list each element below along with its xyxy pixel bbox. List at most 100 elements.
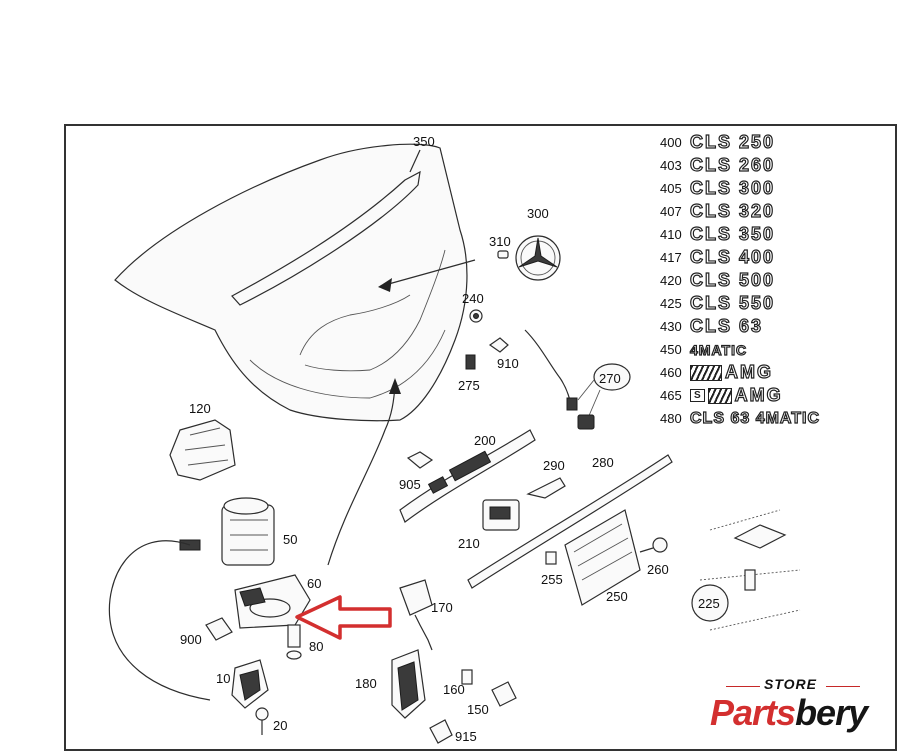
amg-badge: AMG [690,361,773,383]
camera-unit [577,414,595,430]
part-290 [526,477,566,499]
model-badge: CLS 63 [689,315,764,336]
logo-wordmark: Partsbery [710,692,868,734]
model-row: 417 CLS 400 [660,246,820,269]
label-255: 255 [541,572,563,587]
group-225 [691,509,801,631]
part-160 [461,669,473,685]
label-225: 225 [698,596,720,611]
label-310: 310 [489,234,511,249]
hatch-stripes-icon [690,364,722,381]
label-350: 350 [413,134,435,149]
label-290: 290 [543,458,565,473]
model-number: 407 [660,204,682,219]
label-170: 170 [431,600,453,615]
label-905: 905 [399,477,421,492]
model-number: 405 [660,181,682,196]
partsbery-logo: STORE Partsbery [700,668,890,748]
plate-250 [564,509,641,606]
logo-divider [826,686,860,687]
model-number: 430 [660,319,682,334]
curved-arrow-head [389,378,401,394]
screw-260 [639,537,668,553]
label-210: 210 [458,536,480,551]
logo-wordmark-black: bery [795,692,868,733]
curved-arrow [327,384,396,566]
part-210 [482,499,520,531]
label-60: 60 [307,576,321,591]
model-badge: CLS 350 [689,223,776,244]
model-badge: AMG [734,384,783,405]
part-170 [399,579,433,651]
model-number: 420 [660,273,682,288]
logo-wordmark-red: Parts [710,692,796,733]
hatch-stripes-icon [707,387,732,404]
part-905 [406,451,434,469]
logo-store-text: STORE [764,676,817,692]
label-910: 910 [497,356,519,371]
model-number: 410 [660,227,682,242]
part-915 [429,719,453,744]
amg-s-badge: S AMG [690,384,783,406]
model-number: 450 [660,342,682,357]
model-badge: CLS 300 [689,177,776,198]
label-240: 240 [462,291,484,306]
model-number: 400 [660,135,682,150]
label-150: 150 [467,702,489,717]
part-910 [488,337,509,353]
model-badge: CLS 400 [689,246,776,267]
leader-arrow [384,259,476,286]
model-number: 465 [660,388,682,403]
callout-270 [593,363,631,391]
spoiler-350 [231,149,421,306]
model-row: 430 CLS 63 [660,315,820,338]
label-10: 10 [216,671,230,686]
model-badge: CLS 320 [689,200,776,221]
label-160: 160 [443,682,465,697]
label-180: 180 [355,676,377,691]
model-row: 403 CLS 260 [660,154,820,177]
model-row: 407 CLS 320 [660,200,820,223]
label-915: 915 [455,729,477,744]
model-row: 450 4MATIC [660,338,820,361]
part-80 [286,624,302,660]
model-badge: CLS 250 [689,131,776,152]
model-row: 425 CLS 550 [660,292,820,315]
part-255 [545,551,557,565]
label-260: 260 [647,562,669,577]
handle-60 [234,574,311,629]
arrow-head [378,278,392,292]
latch-10 [231,659,269,709]
label-120: 120 [189,401,211,416]
cable-910 [524,329,573,411]
model-badge: CLS 500 [689,269,776,290]
model-number: 425 [660,296,682,311]
model-badge: AMG [724,361,773,382]
label-280: 280 [592,455,614,470]
part-310 [497,250,509,259]
part-120 [169,419,236,481]
part-150 [491,681,517,707]
label-20: 20 [273,718,287,733]
label-275: 275 [458,378,480,393]
model-number: 460 [660,365,682,380]
lock-50 [179,497,275,566]
model-row: 465 S AMG [660,384,820,407]
part-900 [205,617,233,641]
model-badge: 4MATIC [689,341,748,358]
cable-900 [108,540,211,701]
part-275 [465,354,476,370]
logo-divider [726,686,760,687]
model-badge: CLS 260 [689,154,776,175]
part-240 [469,309,483,323]
label-80: 80 [309,639,323,654]
model-number: 403 [660,158,682,173]
label-270: 270 [599,371,621,386]
model-number: 480 [660,411,682,426]
label-50: 50 [283,532,297,547]
label-200: 200 [474,433,496,448]
model-number: 417 [660,250,682,265]
model-row: 460 AMG [660,361,820,384]
model-row: 410 CLS 350 [660,223,820,246]
